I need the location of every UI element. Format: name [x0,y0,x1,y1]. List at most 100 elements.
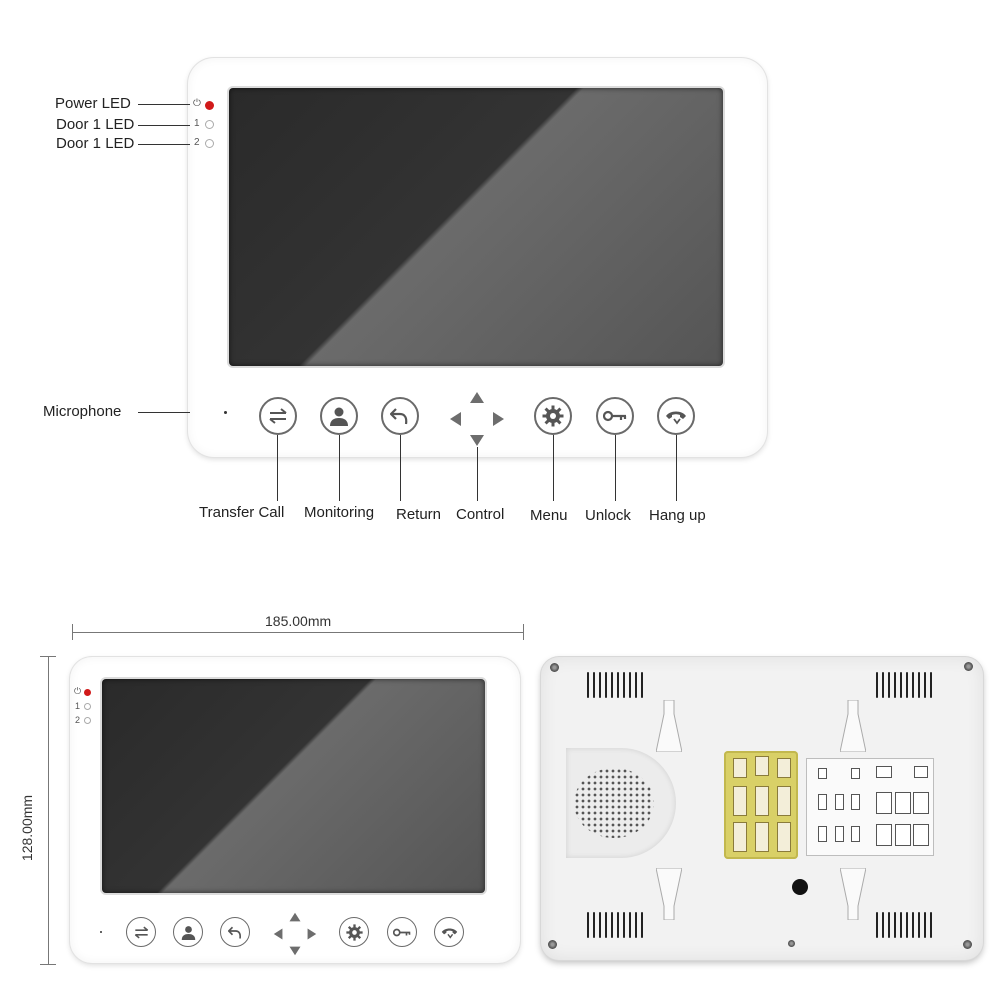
wiring-diagram-box [876,792,892,814]
hang-up-button[interactable] [657,397,695,435]
unlock-button-small[interactable] [387,917,417,947]
transfer-call-button[interactable] [259,397,297,435]
callout-microphone: Microphone [43,403,122,420]
callout-return: Return [396,506,442,523]
callout-door2-led: Door 1 LED [56,135,135,152]
display-screen-large [229,88,723,366]
callout-menu: Menu [530,507,568,524]
connector [755,786,769,816]
wiring-diagram-box [851,826,860,842]
user-icon [330,407,348,426]
height-dimension-label: 128.00mm [19,794,36,862]
unlock-button[interactable] [596,397,634,435]
width-tick-right [523,624,524,640]
power-symbol-icon: ⏻ [74,686,82,696]
callout-transfer-call: Transfer Call [199,504,285,521]
transfer-call-button-small[interactable] [126,917,156,947]
key-icon [603,410,627,422]
mount-hook-icon [656,868,682,920]
screw [963,940,972,949]
leader-line [676,435,677,501]
leader-line [138,104,190,105]
leader-line [400,435,401,501]
callout-hang-up: Hang up [649,507,706,524]
control-dpad-small[interactable] [273,912,317,956]
connector [777,758,791,778]
connector [733,786,747,816]
microphone-hole [224,411,227,414]
led-mark-2: 2 [194,137,200,148]
screw [788,940,795,947]
swap-arrows-icon [269,408,287,424]
hang-up-button-small[interactable] [434,917,464,947]
control-dpad[interactable] [449,391,505,447]
vent-slots [876,672,932,698]
monitoring-button-small[interactable] [173,917,203,947]
wiring-diagram-box [876,766,892,778]
connector [733,822,747,852]
speaker-grille [574,768,654,838]
led-mark-1-small: 1 [75,701,81,711]
leader-line [477,447,478,501]
connector [755,756,769,776]
wiring-diagram-box [818,794,827,810]
callout-door1-led: Door 1 LED [56,116,135,133]
user-icon [181,925,195,940]
leader-line [138,144,190,145]
leader-line [553,435,554,501]
wiring-diagram-box [835,794,844,810]
leader-line [138,412,190,413]
menu-button-small[interactable] [339,917,369,947]
power-led [205,101,214,110]
microphone-hole-small [100,931,102,933]
power-symbol-icon: ⏻ [193,98,201,109]
direction-pad-icon [450,392,504,446]
connector [777,822,791,852]
return-button[interactable] [381,397,419,435]
callout-control: Control [456,506,505,523]
screw [548,940,557,949]
phone-hangup-icon [441,928,457,939]
direction-pad-icon [273,912,317,956]
power-led-small [84,689,91,696]
wiring-diagram-box [851,794,860,810]
width-dimension-label: 185.00mm [265,613,332,629]
width-tick-left [72,624,73,640]
phone-hangup-icon [666,411,686,425]
callout-monitoring: Monitoring [304,504,375,521]
door1-led [205,120,214,129]
connector [733,758,747,778]
wiring-diagram-box [818,768,827,779]
callout-unlock: Unlock [585,507,631,524]
led-mark-1: 1 [194,118,200,129]
mount-hook-icon [840,868,866,920]
leader-line [615,435,616,501]
wiring-diagram-box [835,826,844,842]
wiring-diagram-box [851,768,860,779]
wiring-diagram-box [818,826,827,842]
menu-button[interactable] [534,397,572,435]
wiring-diagram-box [895,792,911,814]
leader-line [277,435,278,501]
screw [964,662,973,671]
swap-arrows-icon [134,925,148,939]
wiring-label-sticker [806,758,934,856]
wiring-diagram-box [876,824,892,846]
wiring-diagram-box [913,824,929,846]
monitoring-button[interactable] [320,397,358,435]
door2-led [205,139,214,148]
mount-hook-icon [840,700,866,752]
leader-line [138,125,190,126]
led-mark-2-small: 2 [75,715,81,725]
return-button-small[interactable] [220,917,250,947]
callout-power-led: Power LED [55,95,131,112]
key-icon [393,928,411,936]
wiring-diagram-box [913,792,929,814]
height-dimension-line [48,656,49,965]
cable-hole [792,879,808,895]
display-screen-small [102,679,485,893]
gear-icon [542,405,564,427]
mount-hook-icon [656,700,682,752]
gear-icon [345,923,363,941]
leader-line [339,435,340,501]
